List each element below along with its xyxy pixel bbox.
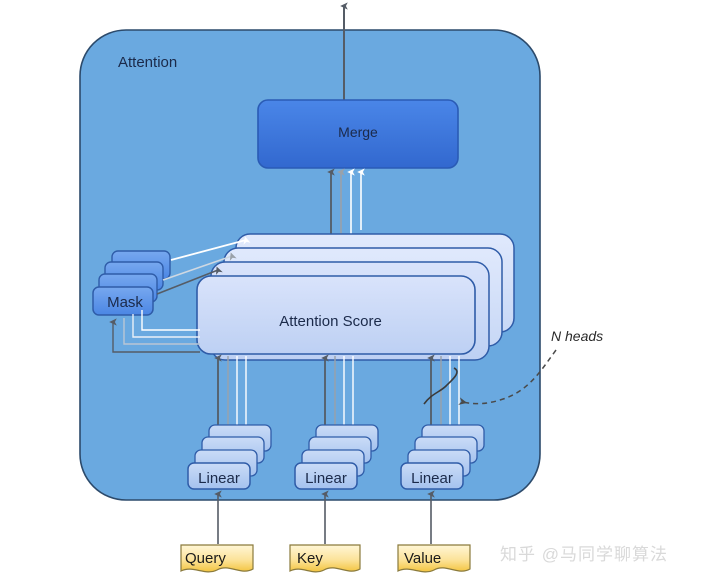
attention-score-stack[interactable] <box>196 233 515 361</box>
linear-stack-query[interactable] <box>187 424 272 490</box>
input-note-value[interactable] <box>397 544 471 573</box>
mask-to-score-arrows <box>156 236 251 295</box>
linear-stack-key[interactable] <box>294 424 379 490</box>
mask-box-1 <box>92 286 154 316</box>
n-heads-squiggle <box>423 367 458 405</box>
linear-stack-value[interactable] <box>400 424 485 490</box>
mask-input-lines <box>109 310 200 353</box>
attention-score-box-1 <box>196 275 476 355</box>
input-note-query[interactable] <box>180 544 254 573</box>
note-to-linear-arrows <box>214 490 435 544</box>
n-heads-annotation-arrow <box>458 349 557 405</box>
merge-block[interactable] <box>257 99 459 169</box>
linear-to-score-arrows <box>214 354 460 432</box>
watermark: 知乎 @马同学聊算法 <box>500 545 668 564</box>
mask-stack[interactable] <box>92 250 171 316</box>
input-note-key[interactable] <box>289 544 361 573</box>
